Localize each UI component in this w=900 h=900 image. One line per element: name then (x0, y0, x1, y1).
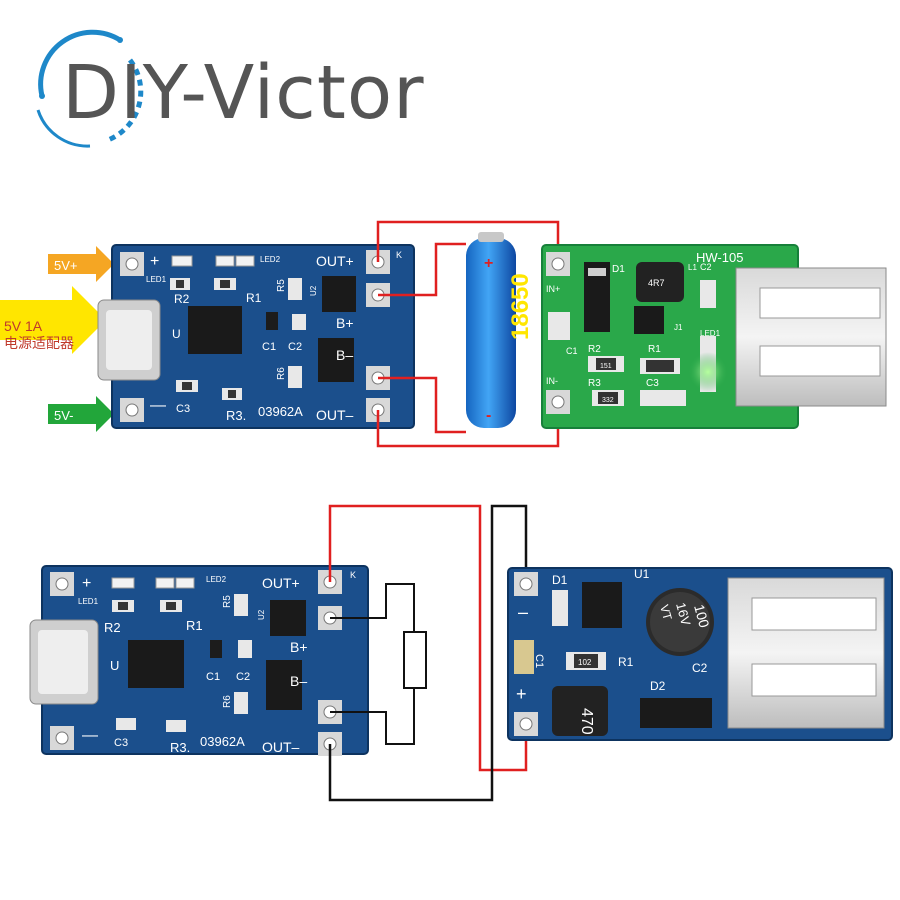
battery-18650: + 18650 - (466, 232, 534, 428)
svg-text:R1: R1 (246, 291, 262, 305)
svg-text:R5: R5 (276, 279, 287, 292)
svg-text:D2: D2 (650, 679, 666, 693)
svg-text:03962A: 03962A (200, 734, 245, 749)
svg-text:U: U (172, 327, 181, 341)
boost-board-bottom: – + D1 U1 C1 102 R1 100 16V VT C2 D2 470 (507, 567, 893, 741)
battery-label: 18650 (507, 273, 534, 340)
svg-text:R3.: R3. (226, 408, 246, 423)
svg-text:B+: B+ (336, 315, 354, 331)
svg-text:C3: C3 (114, 737, 128, 749)
svg-text:C2: C2 (236, 671, 250, 683)
svg-text:K: K (396, 250, 402, 260)
svg-text:+: + (82, 575, 91, 592)
input-plus-label: 5V+ (54, 258, 78, 273)
svg-text:C1: C1 (262, 341, 276, 353)
svg-text:VT: VT (657, 603, 675, 622)
svg-text:R1: R1 (186, 618, 203, 633)
svg-text:B+: B+ (290, 639, 308, 655)
charger-board-bottom: + LED1 LED2 R2 R1 U C1 C2 C3 R3. R5 R6 U… (29, 565, 369, 756)
svg-text:U2: U2 (257, 609, 266, 620)
svg-text:—: — (150, 397, 166, 414)
svg-text:—: — (82, 727, 98, 744)
svg-text:470: 470 (578, 708, 595, 735)
svg-text:C1: C1 (566, 346, 578, 356)
svg-text:151: 151 (600, 363, 612, 370)
svg-text:IN-: IN- (546, 376, 558, 386)
svg-text:U1: U1 (634, 567, 650, 581)
svg-text:OUT+: OUT+ (262, 575, 300, 591)
svg-text:IN+: IN+ (546, 284, 560, 294)
svg-text:D1: D1 (552, 573, 568, 587)
arrow-5v-plus-icon (48, 246, 114, 282)
svg-text:C1: C1 (206, 671, 220, 683)
svg-text:C2: C2 (700, 262, 712, 272)
charger-board-top: + LED1 LED2 R2 R1 U C1 C2 C3 R3. R5 R6 U… (97, 244, 415, 429)
svg-text:LED1: LED1 (700, 329, 721, 338)
svg-text:C3: C3 (176, 403, 190, 415)
brand-logo-icon (36, 29, 144, 148)
svg-text:R3.: R3. (170, 740, 190, 755)
svg-text:R2: R2 (104, 620, 121, 635)
svg-text:102: 102 (578, 658, 592, 667)
led1-glow (688, 352, 728, 392)
adapter-label-line2: 电源适配器 (4, 336, 74, 352)
svg-text:C3: C3 (646, 378, 659, 389)
svg-text:K: K (350, 570, 356, 580)
svg-text:16V: 16V (673, 601, 694, 628)
svg-text:U: U (110, 658, 119, 673)
brand-name: DIY-Victor (62, 50, 425, 136)
svg-text:R6: R6 (276, 367, 287, 380)
svg-text:LED2: LED2 (260, 255, 281, 264)
svg-text:J1: J1 (674, 323, 683, 332)
svg-text:HW-105: HW-105 (696, 250, 743, 265)
svg-text:R1: R1 (618, 655, 634, 669)
svg-text:L1: L1 (688, 263, 697, 272)
svg-text:100: 100 (691, 603, 713, 630)
svg-text:+: + (516, 684, 527, 704)
svg-text:LED1: LED1 (146, 275, 167, 284)
svg-text:R3: R3 (588, 378, 601, 389)
svg-text:R6: R6 (222, 695, 233, 708)
svg-text:D1: D1 (612, 264, 625, 275)
arrow-adapter-icon (0, 286, 106, 354)
bottom-wires (328, 504, 528, 802)
svg-text:U2: U2 (309, 285, 318, 296)
svg-text:OUT+: OUT+ (316, 253, 354, 269)
svg-text:OUT–: OUT– (316, 407, 354, 423)
svg-text:332: 332 (602, 397, 614, 404)
input-minus-label: 5V- (54, 408, 74, 423)
svg-text:C2: C2 (692, 661, 708, 675)
svg-text:–: – (518, 602, 528, 622)
svg-text:R2: R2 (588, 344, 601, 355)
battery-minus-label: - (486, 407, 491, 424)
svg-text:LED1: LED1 (78, 597, 99, 606)
svg-text:R5: R5 (222, 595, 233, 608)
svg-text:OUT–: OUT– (262, 739, 300, 755)
svg-text:R2: R2 (174, 292, 190, 306)
svg-text:4R7: 4R7 (648, 278, 665, 288)
adapter-label-line1: 5V 1A (4, 318, 43, 334)
charger-ic (188, 306, 242, 354)
svg-text:R1: R1 (648, 344, 661, 355)
battery-plus-label: + (484, 255, 493, 272)
boost-board-top: HW-105 D1 4R7 L1 C2 IN+ J1 LED1 C1 R2 R1… (541, 244, 887, 429)
svg-text:C1: C1 (533, 654, 545, 668)
svg-text:B–: B– (336, 347, 353, 363)
svg-text:C2: C2 (288, 341, 302, 353)
svg-text:03962A: 03962A (258, 404, 303, 419)
input-arrows: 5V+ 5V 1A 电源适配器 5V- (0, 246, 114, 432)
arrow-5v-minus-icon (48, 396, 114, 432)
svg-text:LED2: LED2 (206, 575, 227, 584)
svg-text:+: + (150, 253, 159, 270)
load-resistor (330, 583, 427, 745)
svg-text:B–: B– (290, 673, 307, 689)
